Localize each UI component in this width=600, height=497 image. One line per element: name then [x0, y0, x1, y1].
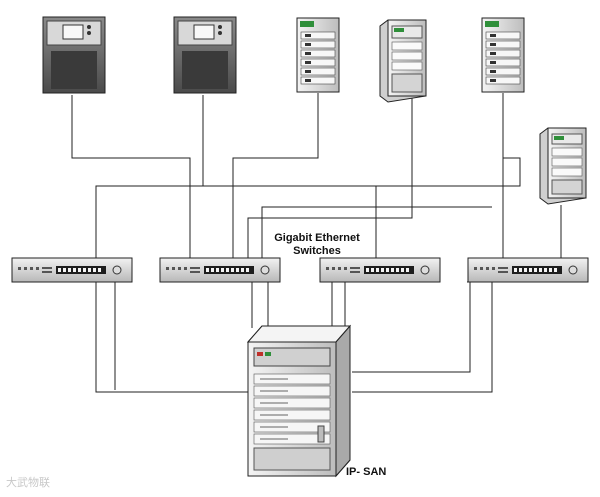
tower-server: [539, 127, 587, 205]
rack-server: [296, 17, 340, 93]
link-ups2-switch3: [202, 95, 377, 258]
switches-caption-line1: Gigabit Ethernet: [274, 232, 360, 244]
link-rack1-switch2: [232, 93, 319, 258]
ethernet-switch: [159, 257, 281, 283]
switches-caption: Gigabit Ethernet Switches: [262, 232, 372, 258]
rack-server: [481, 17, 525, 93]
ip-san-storage: [246, 324, 352, 478]
ethernet-switch: [319, 257, 441, 283]
ups-unit: [173, 16, 237, 94]
watermark: 大武物联: [6, 476, 50, 489]
tower-server: [379, 19, 427, 103]
ip-san-label: IP- SAN: [346, 466, 387, 478]
link-ups1-switch2: [71, 95, 191, 258]
connection-lines: [71, 93, 562, 393]
link-rail-left: [95, 185, 203, 258]
ups-unit: [42, 16, 106, 94]
switches-caption-line2: Switches: [293, 245, 341, 257]
link-rack2-switch1: [376, 157, 521, 187]
link-tower1-switch3: [247, 98, 413, 258]
link-sw1-san: [95, 282, 248, 393]
link-rack2-switch2: [261, 206, 492, 258]
link-sw4b-san: [352, 281, 471, 373]
ethernet-switch: [467, 257, 589, 283]
link-sw4-san: [352, 282, 493, 393]
ethernet-switch: [11, 257, 133, 283]
